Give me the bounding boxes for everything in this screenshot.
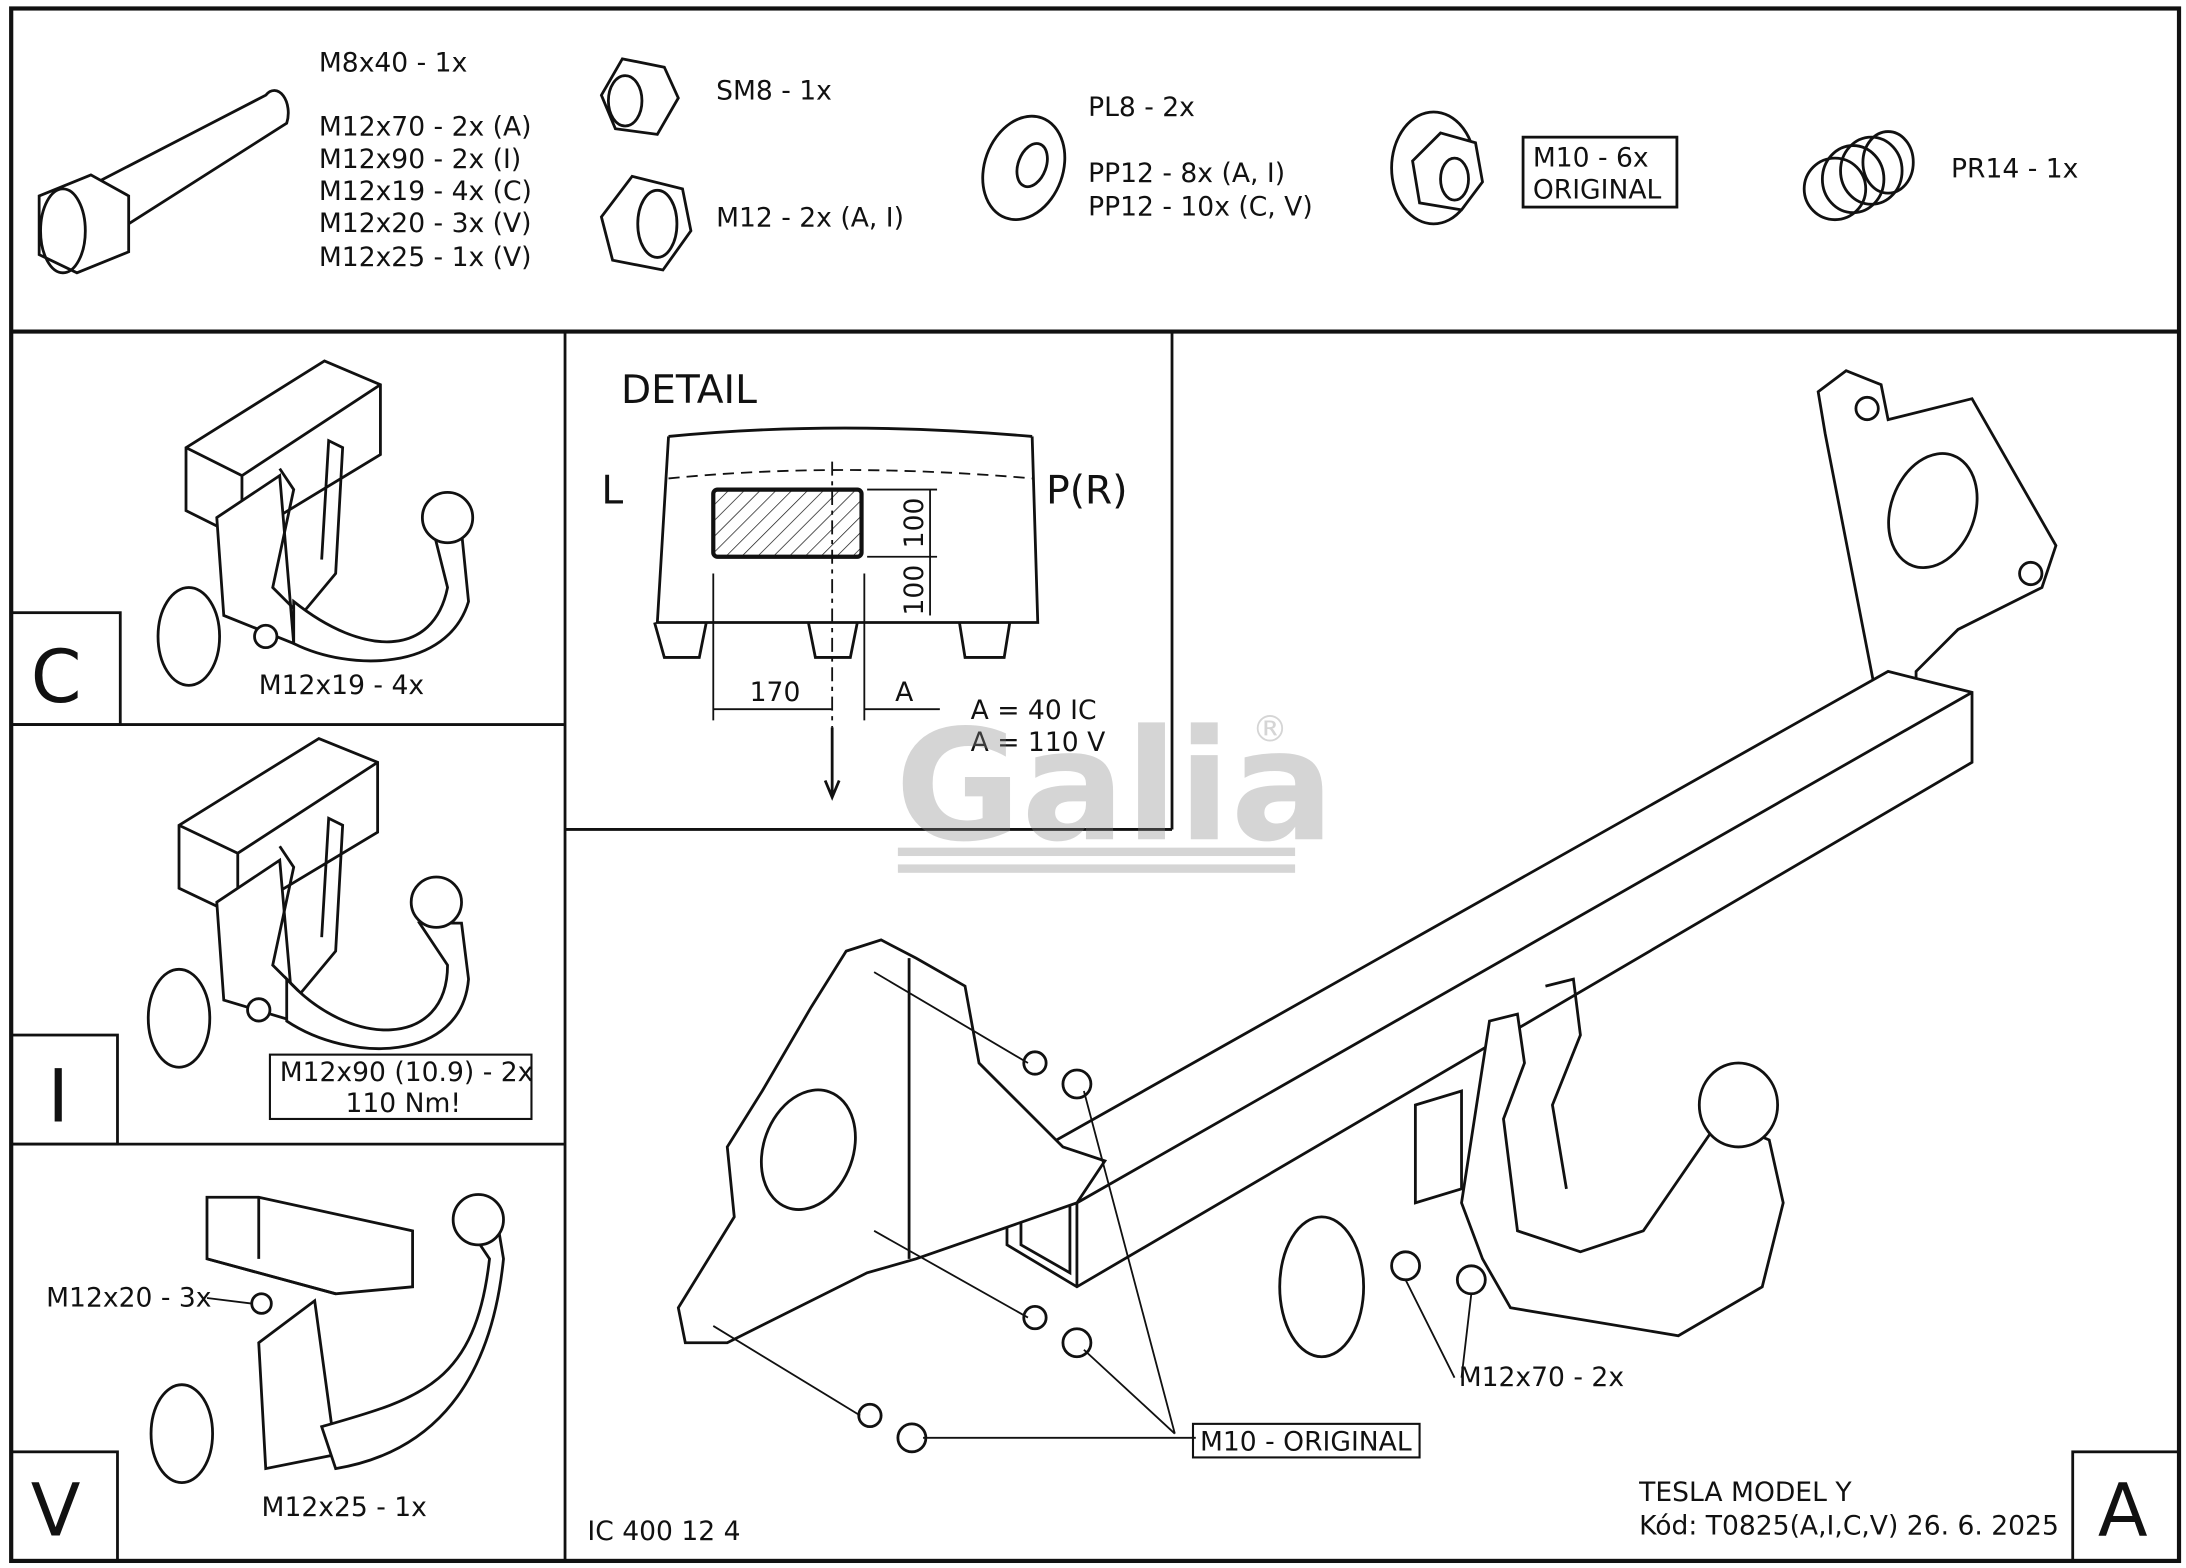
variant-c-letter: C bbox=[31, 635, 82, 720]
dim-100-upper: 100 bbox=[899, 498, 930, 549]
flange-nut-label-1: ORIGINAL bbox=[1533, 175, 1662, 206]
m10-original-box bbox=[1191, 1422, 1421, 1459]
washer-label-1: PP12 - 8x (A, I) bbox=[1088, 158, 1285, 189]
towbar-assembly-drawing bbox=[676, 369, 2058, 1454]
detail-note-2: A = 110 V bbox=[971, 727, 1106, 758]
bolt-label-4: M12x20 - 3x (V) bbox=[319, 208, 532, 239]
detail-left-label: L bbox=[601, 469, 623, 514]
m12-nut-icon bbox=[599, 174, 693, 272]
footer-kod: Kód: T0825(A,I,C,V) 26. 6. 2025 bbox=[1639, 1510, 2059, 1541]
main-label-m12x70: M12x70 - 2x bbox=[1459, 1362, 1624, 1393]
sm8-label: SM8 - 1x bbox=[716, 75, 832, 106]
bolt-label-2: M12x90 - 2x (I) bbox=[319, 144, 521, 175]
variant-i-label-2: 110 Nm! bbox=[345, 1088, 461, 1119]
variant-v-label-2: M12x25 - 1x bbox=[262, 1492, 427, 1523]
outer-frame bbox=[9, 6, 2182, 1564]
svg-text:Galia: Galia bbox=[895, 697, 1334, 876]
flange-nut-icon bbox=[1390, 110, 1484, 226]
footer-model: TESLA MODEL Y bbox=[1638, 1477, 1852, 1508]
dim-100-lower: 100 bbox=[899, 565, 930, 616]
washer-label-0: PL8 - 2x bbox=[1088, 92, 1195, 123]
variant-i-label-box bbox=[268, 1053, 533, 1121]
bolt-icon bbox=[37, 89, 290, 275]
variant-c-label: M12x19 - 4x bbox=[259, 670, 424, 701]
variant-i-drawing bbox=[146, 736, 470, 1069]
sm8-nut-icon bbox=[599, 57, 680, 136]
variant-c-drawing bbox=[156, 359, 475, 687]
dim-170: 170 bbox=[750, 677, 801, 708]
m12-nut-label: M12 - 2x (A, I) bbox=[716, 203, 904, 234]
variant-v-drawing bbox=[149, 1193, 505, 1484]
detail-note-1: A = 40 IC bbox=[971, 695, 1097, 726]
bolt-label-0: M8x40 - 1x bbox=[319, 47, 467, 78]
variant-v-label-1: M12x20 - 3x bbox=[46, 1282, 211, 1313]
flange-nut-label-0: M10 - 6x bbox=[1533, 143, 1649, 174]
detail-title: DETAIL bbox=[621, 368, 757, 413]
bolt-label-3: M12x19 - 4x (C) bbox=[319, 176, 532, 207]
dim-a: A bbox=[895, 677, 913, 708]
variant-v-letter: V bbox=[31, 1469, 81, 1554]
footer-code: IC 400 12 4 bbox=[587, 1516, 740, 1547]
bolt-label-1: M12x70 - 2x (A) bbox=[319, 112, 532, 143]
original-box bbox=[1521, 135, 1679, 209]
washer-icon bbox=[981, 114, 1067, 222]
variant-i-label-1: M12x90 (10.9) - 2x bbox=[280, 1057, 534, 1088]
bolt-label-5: M12x25 - 1x (V) bbox=[319, 242, 532, 273]
detail-right-label: P(R) bbox=[1046, 469, 1127, 514]
galia-logo: Galia ® bbox=[895, 697, 1334, 876]
spring-icon bbox=[1802, 130, 1915, 222]
spring-label: PR14 - 1x bbox=[1951, 154, 2078, 185]
variant-i-letter: I bbox=[48, 1055, 69, 1140]
svg-text:®: ® bbox=[1252, 707, 1288, 750]
bumper-section bbox=[653, 426, 1040, 801]
washer-label-2: PP12 - 10x (C, V) bbox=[1088, 191, 1313, 222]
main-label-m10: M10 - ORIGINAL bbox=[1200, 1426, 1412, 1457]
main-variant-letter: A bbox=[2098, 1469, 2148, 1554]
